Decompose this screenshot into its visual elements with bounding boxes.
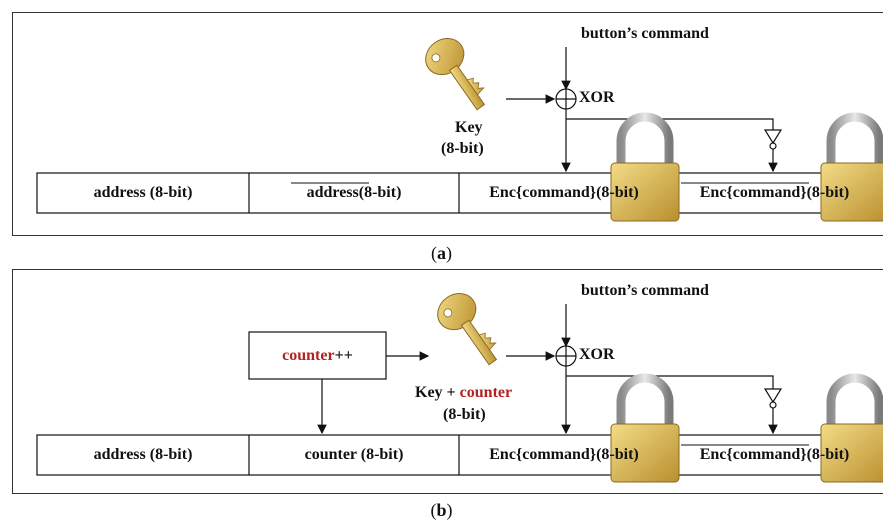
panel-b: button’s command XOR counter ++ Key + co… xyxy=(12,269,883,494)
caption-b-letter: b xyxy=(436,500,447,520)
caption-a-close: ) xyxy=(446,243,452,263)
padlock-icon xyxy=(820,112,883,222)
cell-enc-command: Enc{command} (8-bit) xyxy=(459,435,669,475)
panel-a-graphics xyxy=(36,38,883,222)
key-label-line1: Key xyxy=(455,119,483,136)
panel-b-graphics xyxy=(36,293,883,483)
padlock-icon xyxy=(820,373,883,483)
key-label-line2: (8-bit) xyxy=(443,406,486,423)
caption-b: (b) xyxy=(0,500,883,521)
key-label-prefix: Key + xyxy=(415,384,460,401)
caption-b-open: ( xyxy=(430,500,437,520)
key-icon xyxy=(425,38,486,111)
key-icon xyxy=(437,293,498,366)
enc-command-complement-bits: (8-bit) xyxy=(806,446,850,463)
enc-command-bits: (8-bit) xyxy=(596,446,639,463)
counter-box-label: counter ++ xyxy=(249,332,386,379)
cell-address-complement: address (8-bit) xyxy=(249,173,459,213)
cell-address: address (8-bit) xyxy=(93,446,193,463)
not-gate-icon xyxy=(763,388,783,409)
address-complement-bits: (8-bit) xyxy=(358,184,402,201)
address-complement-text: address xyxy=(306,184,359,201)
xor-icon xyxy=(555,88,577,110)
caption-b-close: ) xyxy=(446,500,453,520)
button-command-label: button’s command xyxy=(581,282,709,299)
counter-box-word: counter xyxy=(282,346,335,364)
enc-command-complement-text: Enc{command} xyxy=(699,446,807,463)
padlock-icon xyxy=(610,373,680,483)
panel-a: button’s command XOR Key (8-bit) address… xyxy=(12,12,883,236)
cell-counter: counter (8-bit) xyxy=(304,446,404,463)
key-counter-label: Key + counter xyxy=(415,384,512,402)
key-label-line2: (8-bit) xyxy=(441,140,484,157)
key-label-counter: counter xyxy=(459,384,513,401)
caption-a-letter: a xyxy=(437,243,446,263)
button-command-label: button’s command xyxy=(581,25,709,42)
enc-command-complement-text: Enc{command} xyxy=(699,184,807,201)
padlock-icon xyxy=(610,112,680,222)
enc-command-text: Enc{command} xyxy=(489,184,597,201)
counter-box-suffix: ++ xyxy=(334,346,353,364)
caption-a: (a) xyxy=(0,243,883,264)
xor-icon xyxy=(555,345,577,367)
cell-enc-command: Enc{command} (8-bit) xyxy=(459,173,669,213)
cell-enc-command-complement: Enc{command} (8-bit) xyxy=(669,435,880,475)
caption-a-open: ( xyxy=(431,243,437,263)
enc-command-bits: (8-bit) xyxy=(596,184,639,201)
cell-address: address (8-bit) xyxy=(93,184,193,201)
xor-label: XOR xyxy=(579,89,615,106)
enc-command-text: Enc{command} xyxy=(489,446,597,463)
counter-box xyxy=(248,331,387,380)
not-gate-icon xyxy=(763,129,783,150)
xor-label: XOR xyxy=(579,346,615,363)
cell-enc-command-complement: Enc{command} (8-bit) xyxy=(669,173,880,213)
enc-command-complement-bits: (8-bit) xyxy=(806,184,850,201)
